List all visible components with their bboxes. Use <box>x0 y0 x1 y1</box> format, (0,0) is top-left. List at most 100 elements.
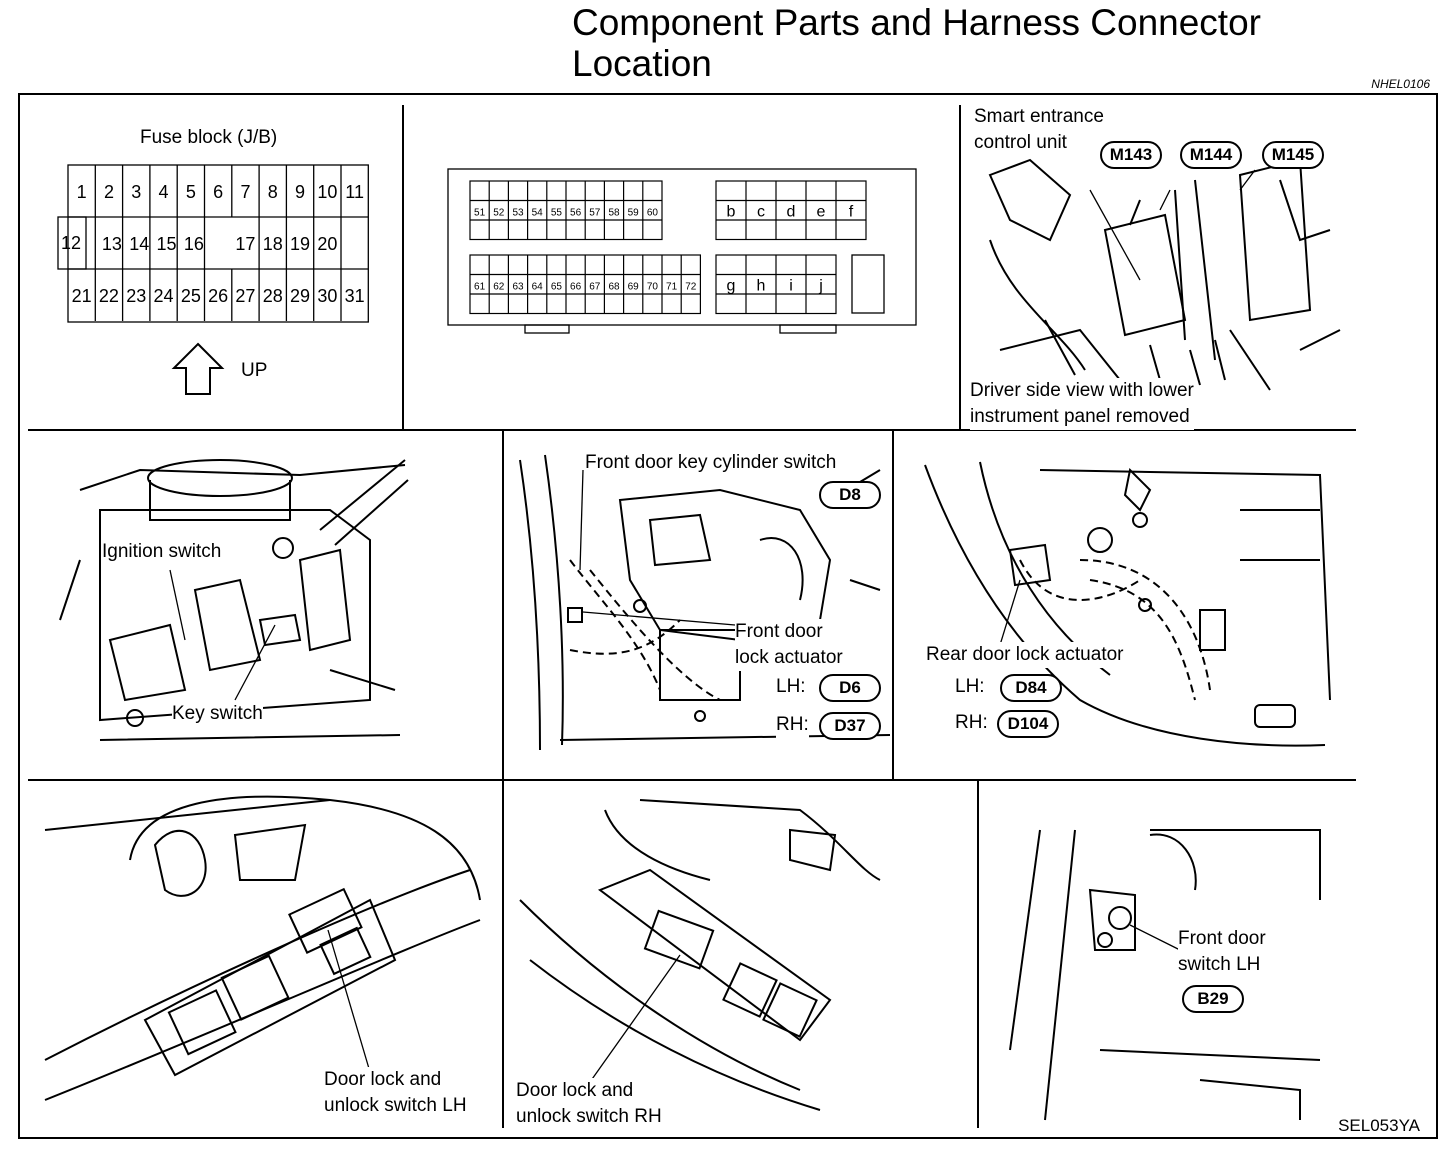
connector-b29: B29 <box>1182 985 1244 1013</box>
fuse-number: 14 <box>129 234 149 254</box>
fuse-number: 24 <box>154 286 174 306</box>
connector-d84: D84 <box>1000 674 1062 702</box>
jb-number: i <box>789 278 793 295</box>
connector-m143: M143 <box>1100 141 1162 169</box>
fuse-number: 30 <box>317 286 337 306</box>
fuse-number: 4 <box>159 182 169 202</box>
fuse-number: 31 <box>345 286 365 306</box>
jb-number: g <box>727 278 736 295</box>
fuse-block-grid <box>57 164 369 323</box>
jb-number: 69 <box>628 282 640 293</box>
key-switch-label: Key switch <box>172 701 263 727</box>
fuse-number: 12 <box>61 233 81 253</box>
diagram-frame <box>18 93 1438 1139</box>
page-title: Component Parts and Harness Connector Lo… <box>572 2 1261 84</box>
connector-d104: D104 <box>997 710 1059 738</box>
jb-number: 53 <box>512 208 524 219</box>
junction-box <box>447 168 917 334</box>
fuse-block-label: Fuse block (J/B) <box>140 125 278 151</box>
jb-number: 57 <box>589 208 601 219</box>
smart-entrance-label: Smart entrance control unit <box>974 104 1104 156</box>
jb-number: h <box>757 278 766 295</box>
fuse-number: 11 <box>345 182 364 202</box>
jb-number: 62 <box>493 282 505 293</box>
fuse-number: 26 <box>208 286 228 306</box>
connector-m144: M144 <box>1180 141 1242 169</box>
connector-d37: D37 <box>819 712 881 740</box>
jb-number: j <box>818 278 823 295</box>
fuse-number: 15 <box>157 234 177 254</box>
jb-block <box>715 180 867 241</box>
rear-door-sketch <box>924 461 1331 747</box>
up-label: UP <box>241 358 268 384</box>
fuse-number: 21 <box>72 286 92 306</box>
fuse-number: 29 <box>290 286 310 306</box>
jb-number: 71 <box>666 282 678 293</box>
fuse-number: 6 <box>213 182 223 202</box>
switch-rh-sketch <box>519 799 881 1111</box>
switch-lh-label: Door lock and unlock switch LH <box>324 1067 467 1119</box>
jb-number: 66 <box>570 282 582 293</box>
up-arrow-icon <box>171 342 225 395</box>
jb-number: e <box>817 204 826 221</box>
jb-number: 67 <box>589 282 601 293</box>
jb-number: 58 <box>608 208 620 219</box>
jb-number: 64 <box>532 282 544 293</box>
fuse-number: 1 <box>77 182 87 202</box>
jb-number: 68 <box>608 282 620 293</box>
jb-number: 70 <box>647 282 659 293</box>
key-cylinder-switch-label: Front door key cylinder switch <box>585 450 837 476</box>
jb-number: 51 <box>474 208 486 219</box>
fuse-number: 8 <box>268 182 278 202</box>
fuse-block-outline <box>67 164 369 323</box>
panel-dividers <box>28 105 1356 1128</box>
jb-number: 59 <box>628 208 640 219</box>
rear-rh-label: RH: <box>955 710 988 736</box>
fuse-number: 16 <box>184 234 204 254</box>
fuse-number: 13 <box>102 234 122 254</box>
switch-rh-label: Door lock and unlock switch RH <box>516 1078 662 1130</box>
jb-number: 65 <box>551 282 563 293</box>
fuse-number: 10 <box>317 182 337 202</box>
front-rh-label: RH: <box>776 712 809 738</box>
fuse-number: 19 <box>290 234 310 254</box>
jb-number: d <box>787 204 796 221</box>
fuse-number: 18 <box>263 234 283 254</box>
fuse-number: 25 <box>181 286 201 306</box>
ignition-switch-label: Ignition switch <box>102 539 222 565</box>
jb-number: f <box>849 204 854 221</box>
ignition-sketch <box>59 459 409 741</box>
fuse-number: 22 <box>99 286 119 306</box>
rear-lh-label: LH: <box>955 674 985 700</box>
fuse-number: 28 <box>263 286 283 306</box>
connector-m145: M145 <box>1262 141 1324 169</box>
figure-code-bottom: SEL053YA <box>1338 1116 1420 1135</box>
jb-number: 72 <box>685 282 697 293</box>
jb-number: 60 <box>647 208 659 219</box>
fuse-number: 3 <box>131 182 141 202</box>
junction-box-grid <box>469 180 867 315</box>
smart-entrance-sketch <box>988 158 1341 391</box>
fuse-number: 5 <box>186 182 196 202</box>
jb-number: 55 <box>551 208 563 219</box>
fuse-number: 20 <box>317 234 337 254</box>
fuse-number: 27 <box>235 286 255 306</box>
jb-number: 63 <box>512 282 524 293</box>
connector-d6: D6 <box>819 674 881 702</box>
figure-code-top: NHEL0106 <box>1371 77 1430 91</box>
front-door-actuator-label: Front door lock actuator <box>735 619 843 671</box>
fuse-cell-12 <box>57 216 87 270</box>
front-lh-label: LH: <box>776 674 806 700</box>
smart-entrance-caption: Driver side view with lower instrument p… <box>970 378 1194 430</box>
jb-number: c <box>757 204 765 221</box>
fuse-number: 9 <box>295 182 305 202</box>
door-switch-sketch <box>1009 829 1321 1121</box>
fuse-number: 7 <box>240 182 250 202</box>
fuse-number: 2 <box>104 182 114 202</box>
rear-door-actuator-label: Rear door lock actuator <box>926 642 1124 668</box>
door-switch-label: Front door switch LH <box>1178 926 1266 978</box>
fuse-number: 17 <box>235 234 255 254</box>
jb-number: 52 <box>493 208 505 219</box>
